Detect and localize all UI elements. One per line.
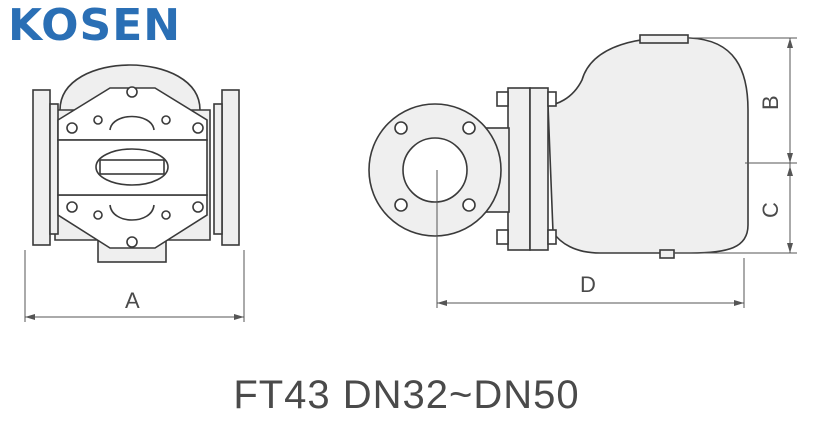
model-caption: FT43 DN32~DN50 [233,373,580,417]
bolt-hole [192,201,204,213]
top-cap [639,34,689,44]
side-nut [547,91,557,107]
dim-a-label: A [125,288,140,313]
dim-d-label: D [580,272,596,297]
bolt-hole [66,201,78,213]
flange-bolt-hole [462,121,476,135]
front-lower-boss [109,204,155,221]
dim-d-arrow-left [437,300,447,306]
dim-c-label: C [758,202,783,218]
front-view: A [24,64,245,322]
side-bolt-head [496,91,509,107]
dim-b-arrow-top [787,38,793,48]
bottom-tab [659,249,675,259]
dim-d-arrow-right [734,300,744,306]
flange-bore [402,137,468,203]
side-flange-plate-2 [529,87,549,251]
bolt-hole [126,86,138,98]
flange-bolt-hole [394,198,408,212]
front-left-neck [49,103,59,235]
dim-a-arrow-right [234,314,244,320]
bolt-hole [126,236,138,248]
front-upper-boss [109,115,155,131]
front-left-flange [32,89,51,246]
float-chamber [547,36,749,254]
dim-b-label: B [758,95,783,110]
dim-b-arrow-bottom [787,153,793,163]
front-right-flange [221,89,240,246]
bolt-hole [93,210,103,220]
side-nut [547,229,557,245]
dim-a-arrow-left [25,314,35,320]
dim-c-arrow-top [787,166,793,176]
front-center-bar [99,159,165,175]
bolt-hole [66,122,78,134]
kosen-logo: KOSEN [8,0,182,51]
bolt-hole [93,115,103,125]
dim-c-arrow-bottom [787,243,793,253]
front-right-neck [213,103,223,235]
flange-bolt-hole [462,198,476,212]
bolt-hole [161,210,171,220]
flange-bolt-hole [394,121,408,135]
side-bolt-head [496,229,509,245]
side-flange-plate-1 [507,87,531,251]
bolt-hole [161,115,171,125]
side-view: D B C [368,34,797,308]
bolt-hole [192,122,204,134]
